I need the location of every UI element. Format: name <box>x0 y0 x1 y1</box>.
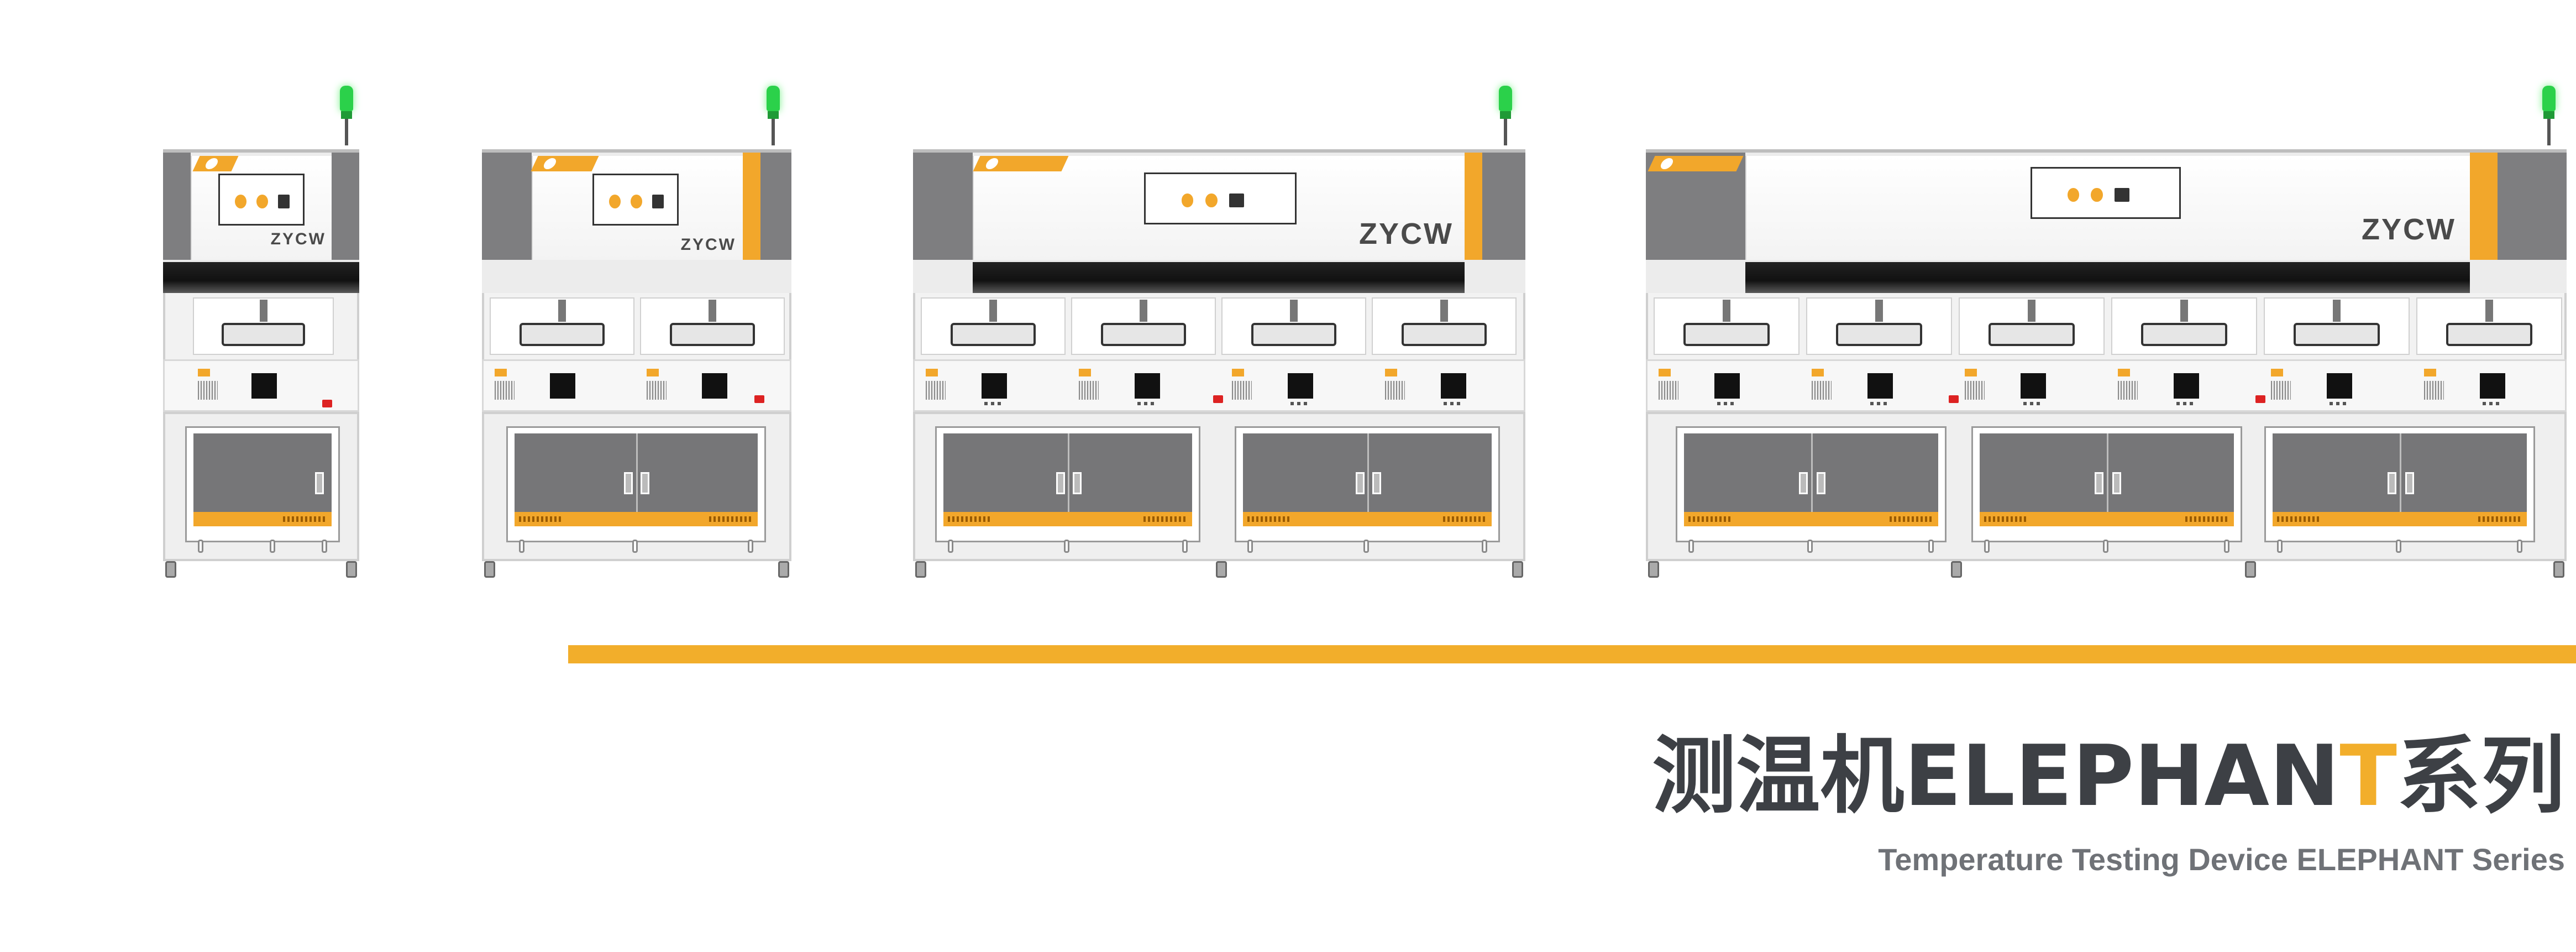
control-display <box>251 373 277 399</box>
control-display <box>2480 373 2506 399</box>
signal-tower-icon <box>1499 86 1512 427</box>
control-display <box>2021 373 2047 399</box>
brand-logo: ZYCW <box>680 236 736 254</box>
test-bay <box>1221 297 1366 355</box>
lower-cabinet <box>1646 412 2567 578</box>
test-bay <box>1806 297 1952 355</box>
emergency-stop-icon <box>754 395 764 403</box>
signal-tower-icon <box>767 86 780 427</box>
logo-badge-icon <box>1648 156 1744 171</box>
upper-housing: ZYCW <box>1646 149 2567 293</box>
test-zone <box>163 293 359 359</box>
control-strip <box>1646 359 2567 412</box>
accent-divider-bar <box>568 645 2576 663</box>
test-bay <box>1071 297 1216 355</box>
logo-badge-icon <box>531 156 599 171</box>
test-bay <box>2416 297 2562 355</box>
series-title-suffix: 系列 <box>2397 727 2565 825</box>
control-display <box>702 373 727 399</box>
machine-four-station: ZYCW <box>913 83 1525 578</box>
test-bay <box>640 297 785 355</box>
hmi-screen <box>218 174 305 226</box>
upper-housing: ZYCW <box>913 149 1525 293</box>
test-bay <box>1654 297 1799 355</box>
hmi-screen <box>592 174 679 226</box>
brand-logo: ZYCW <box>2362 213 2456 246</box>
test-bay <box>921 297 1066 355</box>
lower-cabinet <box>163 412 359 578</box>
emergency-stop-icon <box>322 400 332 407</box>
lower-cabinet <box>913 412 1525 578</box>
control-display <box>2327 373 2353 399</box>
control-display <box>2174 373 2200 399</box>
test-bay <box>1959 297 2105 355</box>
series-subtitle: Temperature Testing Device ELEPHANT Seri… <box>1878 842 2565 877</box>
control-display <box>550 373 575 399</box>
emergency-stop-icon <box>2255 395 2265 403</box>
control-display <box>1714 373 1740 399</box>
series-title-prefix: 测温机ELEPHAN <box>1652 727 2340 825</box>
control-strip <box>913 359 1525 412</box>
brand-logo: ZYCW <box>1359 217 1454 250</box>
emergency-stop-icon <box>1949 395 1959 403</box>
control-strip <box>163 359 359 412</box>
signal-tower-icon <box>2542 86 2556 427</box>
test-bay <box>2264 297 2410 355</box>
control-display <box>1441 373 1467 399</box>
control-strip <box>482 359 791 412</box>
machine-single-station: ZYCW <box>163 83 359 578</box>
brand-logo: ZYCW <box>270 230 326 248</box>
series-title: 测温机ELEPHANT系列 <box>1652 734 2565 818</box>
test-bay <box>2111 297 2257 355</box>
logo-badge-icon <box>192 156 239 171</box>
signal-tower-icon <box>340 86 353 427</box>
control-display <box>982 373 1008 399</box>
control-display <box>1867 373 1893 399</box>
control-display <box>1288 373 1314 399</box>
test-bay <box>1372 297 1517 355</box>
test-bay <box>490 297 634 355</box>
upper-housing: ZYCW <box>163 149 359 293</box>
test-bay <box>193 297 334 355</box>
lower-cabinet <box>482 412 791 578</box>
emergency-stop-icon <box>1213 395 1223 403</box>
test-zone <box>482 293 791 359</box>
logo-badge-icon <box>973 156 1069 171</box>
test-zone <box>913 293 1525 359</box>
hmi-screen <box>2031 167 2181 219</box>
upper-housing: ZYCW <box>482 149 791 293</box>
series-title-highlight: T <box>2339 727 2397 825</box>
machine-two-station: ZYCW <box>482 83 791 578</box>
hmi-screen <box>1144 172 1297 224</box>
test-zone <box>1646 293 2567 359</box>
machine-six-station: ZYCW <box>1646 83 2567 578</box>
control-display <box>1135 373 1161 399</box>
